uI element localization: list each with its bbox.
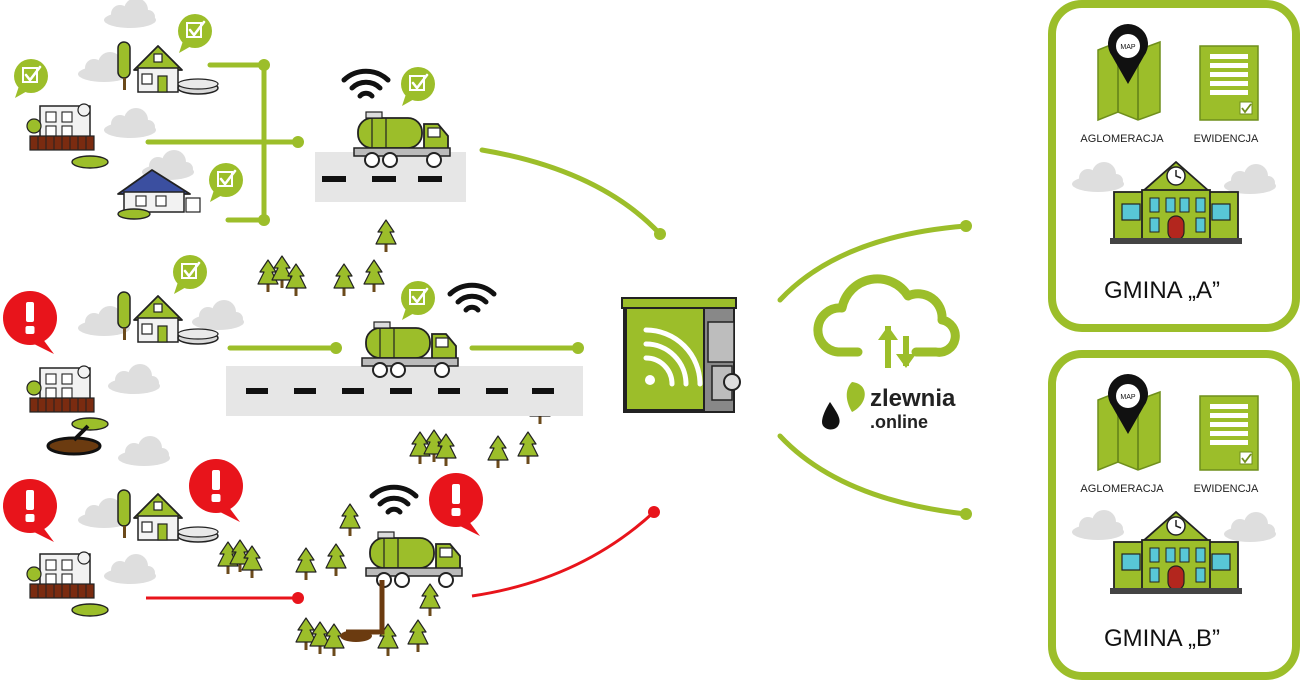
row-2-properties xyxy=(3,253,584,456)
map-pin-label: MAP xyxy=(1120,394,1136,401)
check-bubble-icon xyxy=(176,12,214,55)
row-1-connected-properties xyxy=(12,12,466,226)
leaf-drop-icon xyxy=(822,382,865,430)
check-bubble-icon xyxy=(207,161,245,204)
map-pin-icon: MAP xyxy=(1108,23,1148,84)
apartment-block-icon xyxy=(26,103,109,169)
wifi-icon xyxy=(344,71,388,96)
septic-truck-icon xyxy=(365,531,463,588)
wifi-icon xyxy=(372,487,416,512)
dump-station-icon xyxy=(621,297,741,413)
apartment-block-icon xyxy=(26,551,109,617)
exclamation-bubble-icon xyxy=(189,459,243,522)
municipality-title: GMINA „B” xyxy=(1104,625,1220,652)
wifi-icon xyxy=(450,285,494,310)
map-pin-label: MAP xyxy=(1120,44,1136,51)
ewidencja-label: EWIDENCJA xyxy=(1194,483,1259,495)
illegal-discharge-pipe xyxy=(346,580,385,635)
row-3-properties xyxy=(3,459,660,642)
ewidencja-label: EWIDENCJA xyxy=(1194,133,1259,145)
house-blue-icon xyxy=(117,169,201,220)
cloud-sync-icon xyxy=(813,274,960,368)
check-bubble-icon xyxy=(171,253,209,296)
records-icon xyxy=(1199,45,1259,121)
aglomeracja-label: AGLOMERACJA xyxy=(1080,133,1164,145)
exclamation-bubble-icon xyxy=(429,473,483,536)
house-icon xyxy=(117,41,219,95)
map-pin-icon: MAP xyxy=(1108,374,1148,434)
check-bubble-icon xyxy=(399,65,437,108)
exclamation-bubble-icon xyxy=(3,291,57,354)
municipality-a-panel: MAP AGLOMERACJA EWIDENCJA GMINA „A” xyxy=(1048,0,1300,332)
brand-domain: .online xyxy=(870,412,928,432)
apartment-block-icon xyxy=(26,365,109,431)
brand-logo: zlewnia .online xyxy=(822,382,956,432)
check-bubble-icon xyxy=(12,57,50,100)
check-bubble-icon xyxy=(399,279,437,322)
brand-name: zlewnia xyxy=(870,385,956,412)
aglomeracja-label: AGLOMERACJA xyxy=(1080,483,1164,495)
municipality-b-panel: MAP AGLOMERACJA EWIDENCJA GMINA „B” xyxy=(1048,350,1300,680)
municipality-title: GMINA „A” xyxy=(1104,277,1220,304)
transport-routes xyxy=(479,147,969,517)
exclamation-bubble-icon xyxy=(3,479,57,542)
records-icon xyxy=(1199,395,1259,471)
leaking-tank-icon xyxy=(46,424,102,456)
